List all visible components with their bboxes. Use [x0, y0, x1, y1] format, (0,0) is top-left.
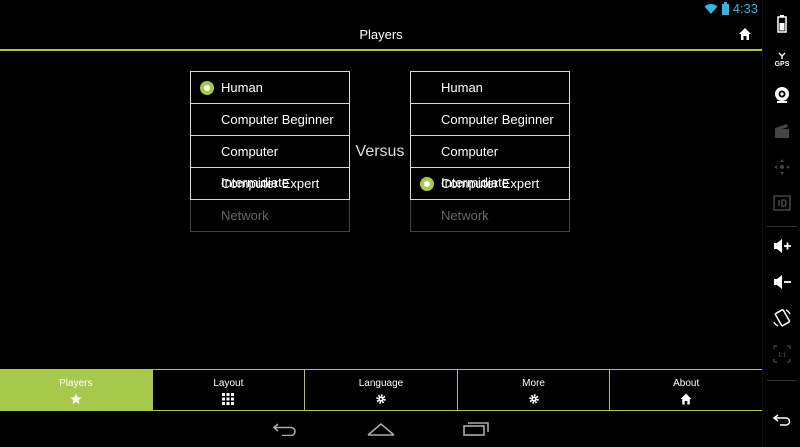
scale-label: 1:1 [778, 353, 787, 359]
player-one-option-human[interactable]: Human [191, 72, 349, 104]
status-icons: 4:33 [704, 1, 758, 16]
tab-label: Layout [213, 378, 244, 389]
bottom-tab-bar: Players Layout Language More About [0, 369, 762, 411]
home-icon [680, 393, 692, 405]
option-label: Computer Beginner [221, 112, 334, 127]
option-label: Computer Expert [221, 176, 320, 191]
star-icon [70, 393, 82, 405]
option-label: Computer Expert [441, 176, 540, 191]
scale-icon[interactable]: 1:1 [772, 344, 792, 364]
option-label: Human [221, 80, 263, 95]
webcam-icon[interactable] [772, 85, 792, 105]
status-time: 4:33 [732, 1, 758, 16]
radio-selected-icon [420, 177, 434, 191]
tab-about[interactable]: About [609, 370, 762, 410]
option-label: Computer Beginner [441, 112, 554, 127]
page-title: Players [359, 27, 403, 42]
player-two-option-network: Network [410, 200, 570, 232]
battery-control-icon[interactable] [772, 14, 792, 34]
player-one-option-computer-expert[interactable]: Computer Expert [191, 168, 349, 200]
gps-label: GPS [775, 61, 790, 68]
move-icon[interactable] [772, 157, 792, 177]
option-label: Human [441, 80, 483, 95]
tab-label: About [673, 378, 700, 389]
home-nav-icon[interactable] [367, 422, 395, 441]
player-two-option-computer-beginner[interactable]: Computer Beginner [411, 104, 569, 136]
tab-language[interactable]: Language [304, 370, 457, 410]
rotate-icon[interactable] [772, 308, 792, 328]
player-two-option-computer-expert[interactable]: Computer Expert [411, 168, 569, 200]
back-icon[interactable] [772, 410, 792, 430]
tab-more[interactable]: More [456, 370, 610, 410]
option-label: Computer Intermidiate [441, 144, 509, 190]
player-two-option-computer-intermediate[interactable]: Computer Intermidiate [411, 136, 569, 190]
emulator-sidebar: GPS 1:1 [762, 0, 800, 447]
id-icon[interactable] [772, 193, 792, 213]
back-icon[interactable] [272, 422, 298, 441]
grid-icon [222, 393, 235, 405]
tab-label: More [522, 378, 545, 389]
volume-down-icon[interactable] [772, 272, 792, 292]
option-label: Network [221, 208, 269, 223]
player-one-list: Human Computer Beginner Computer Intermi… [190, 71, 350, 232]
action-bar: Players [0, 18, 762, 51]
player-one-option-computer-beginner[interactable]: Computer Beginner [191, 104, 349, 136]
volume-up-icon[interactable] [772, 236, 792, 256]
player-one-option-network: Network [190, 200, 350, 232]
home-icon[interactable] [738, 27, 752, 41]
sidebar-divider [767, 226, 797, 227]
radio-selected-icon [200, 81, 214, 95]
player-one-option-computer-intermediate[interactable]: Computer Intermidiate [191, 136, 349, 190]
wifi-icon [704, 3, 718, 15]
video-clapper-icon[interactable] [772, 121, 792, 141]
system-navigation-bar [0, 412, 762, 447]
recent-apps-icon[interactable] [463, 422, 489, 441]
player-two-option-human[interactable]: Human [411, 72, 569, 104]
tab-label: Language [358, 378, 404, 389]
tab-layout[interactable]: Layout [151, 370, 305, 410]
option-label: Network [441, 208, 489, 223]
tab-players[interactable]: Players [0, 370, 152, 410]
gear-icon [528, 393, 540, 405]
option-label: Computer Intermidiate [221, 144, 289, 190]
player-two-list: Human Computer Beginner Computer Intermi… [410, 71, 570, 232]
tab-label: Players [59, 378, 93, 389]
gps-icon[interactable]: GPS [772, 50, 792, 70]
gear-icon [375, 393, 387, 405]
status-bar: 4:33 [0, 0, 762, 18]
sidebar-divider [767, 380, 797, 381]
versus-label: Versus [355, 143, 405, 160]
battery-icon [721, 2, 729, 15]
